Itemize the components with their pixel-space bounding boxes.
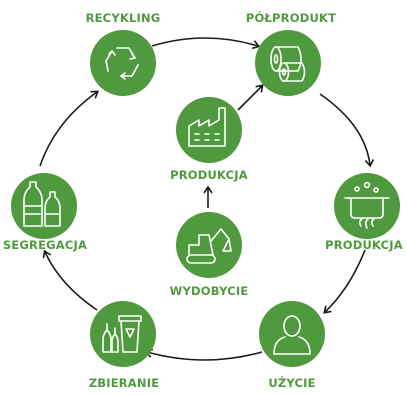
arrow-recykling-polprodukt [151,37,261,50]
wydobycie-node [176,212,242,278]
node-label-wydobycie: WYDOBYCIE [169,284,249,298]
arrow-produkcja-polprodukt [237,84,264,111]
node-label-uzycie: UŻYCIE [268,376,316,390]
segregacja-node [11,173,77,239]
produkcja-inner-node [176,97,242,163]
paper-rolls-icon [270,46,306,82]
node-label-produkcja-outer: PRODUKCJA [325,238,403,252]
produkcja-outer-node [334,173,400,239]
excavator-icon [186,228,232,264]
recycle-icon [105,47,139,80]
recykling-node [90,30,156,96]
arrow-zbieranie-segregacja [42,249,98,311]
node-label-zbieranie: ZBIERANIE [88,376,160,390]
arrow-uzycie-zbieranie [144,348,263,361]
arrow-polprodukt-produkcja [319,93,375,168]
bin-bottles-icon [102,315,142,353]
factory-icon [188,107,226,147]
person-icon [273,315,311,355]
node-label-produkcja-inner: PRODUKCJA [170,168,248,182]
node-label-recykling: RECYKLING [85,11,161,25]
cooking-pot-icon [344,181,390,229]
cycle-arrows [39,37,375,361]
arrow-segregacja-recykling [39,90,99,167]
node-label-segregacja: SEGREGACJA [2,238,88,252]
plastic-bottles-icon [23,181,61,227]
uzycie-node [259,301,325,367]
zbieranie-node [90,301,156,367]
arrow-produkcja-uzycie [323,249,366,314]
node-label-polprodukt: PÓŁPRODUKT [245,11,337,25]
